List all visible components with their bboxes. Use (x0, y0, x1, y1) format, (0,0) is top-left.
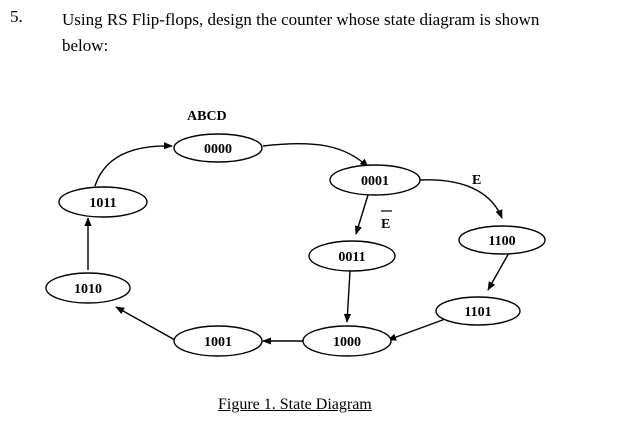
transition-1011-0000 (94, 142, 173, 187)
question-number: 5. (10, 7, 23, 26)
state-0001: 0001 (329, 164, 421, 196)
transition-0001-0011 (354, 194, 369, 235)
state-1000-label: 1000 (333, 335, 361, 350)
e-bar-text: E (381, 217, 390, 232)
state-0011-label: 0011 (338, 250, 365, 265)
state-0011: 0011 (308, 240, 396, 272)
transition-1001-1010 (115, 306, 176, 341)
transition-label-e: E (472, 173, 481, 188)
variables-label: ABCD (187, 109, 227, 124)
transition-label-e-bar: E (381, 210, 392, 232)
state-1101-label: 1101 (464, 305, 491, 320)
question-line-1: Using RS Flip-flops, design the counter … (62, 10, 540, 29)
state-1011-label: 1011 (89, 196, 116, 211)
state-1010-label: 1010 (74, 282, 102, 297)
transition-1101-1000 (387, 317, 449, 341)
state-1000: 1000 (302, 325, 392, 357)
state-1011: 1011 (58, 186, 148, 218)
state-0000: 0000 (173, 133, 263, 163)
state-1001-label: 1001 (204, 335, 232, 350)
state-1100-label: 1100 (488, 234, 515, 249)
question-text: Using RS Flip-flops, design the counter … (62, 7, 602, 59)
state-1100: 1100 (458, 225, 546, 255)
transition-0001-1100 (419, 179, 503, 219)
state-0001-label: 0001 (361, 174, 389, 189)
transition-0000-0001 (262, 142, 369, 168)
state-1001: 1001 (173, 325, 263, 357)
transition-1100-1101 (487, 250, 511, 291)
state-1101: 1101 (435, 296, 521, 326)
figure-caption: Figure 1. State Diagram (218, 396, 372, 413)
transition-0011-1000 (343, 270, 352, 323)
question-line-2: below: (62, 36, 109, 55)
state-1010: 1010 (45, 272, 131, 304)
state-0000-label: 0000 (204, 142, 232, 157)
